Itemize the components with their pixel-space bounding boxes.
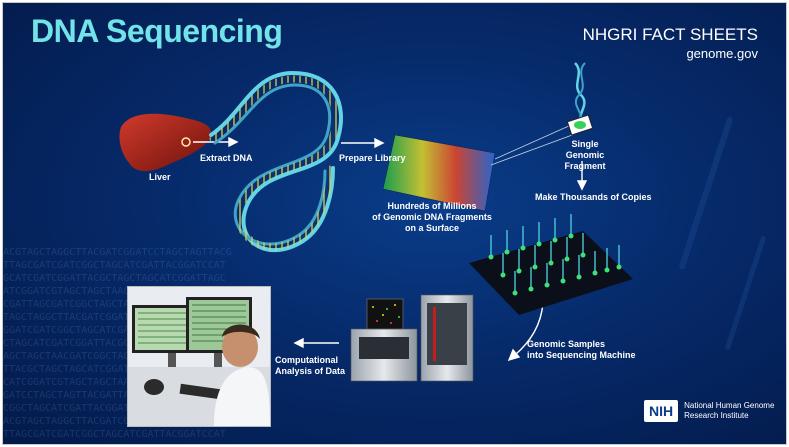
liver-illustration — [119, 113, 212, 172]
label-analysis-line1: Computational — [275, 355, 338, 365]
label-single-fragment: Single Genomic Fragment — [547, 139, 623, 172]
label-liver: Liver — [149, 172, 171, 182]
label-fragments-line3: on a Surface — [404, 223, 460, 233]
label-computational-analysis: Computational Analysis of Data — [275, 355, 345, 377]
website-label: genome.gov — [686, 46, 758, 61]
nih-name-line2: Research Institute — [684, 411, 749, 420]
label-genomic-samples: Genomic Samples into Sequencing Machine — [527, 339, 636, 361]
label-analysis-line2: Analysis of Data — [275, 366, 346, 376]
flow-arrows — [193, 136, 588, 362]
publisher-label: NHGRI FACT SHEETS — [582, 25, 758, 44]
label-single-line2: Genomic Fragment — [564, 150, 606, 171]
nih-name-line1: National Human Genome — [684, 401, 775, 410]
diagram-artwork — [119, 62, 633, 382]
single-fragment — [566, 62, 594, 136]
dna-double-helix — [209, 70, 343, 253]
nih-logo: NIH National Human Genome Research Insti… — [644, 400, 774, 422]
label-make-copies: Make Thousands of Copies — [535, 192, 652, 202]
nih-logo-mark: NIH — [644, 400, 679, 422]
sequencing-machine — [350, 294, 474, 382]
label-single-line1: Single — [571, 139, 599, 149]
label-fragments-line1: Hundreds of Millions — [387, 201, 477, 211]
sequence-background-texture: ACGTAGCTAGGCTTACGATCGGATCCTAGCTAGTTACG T… — [3, 247, 232, 443]
analyst-illustration — [128, 287, 270, 426]
label-prepare-library: Prepare Library — [339, 153, 406, 163]
fragment-surface — [382, 124, 584, 212]
cluster-array — [469, 214, 633, 315]
label-fragments: Hundreds of Millions of Genomic DNA Frag… — [367, 201, 497, 234]
label-samples-line1: Genomic Samples — [527, 339, 606, 349]
label-samples-line2: into Sequencing Machine — [527, 350, 636, 360]
label-extract-dna: Extract DNA — [200, 153, 253, 163]
analyst-photo — [127, 286, 271, 427]
label-fragments-line2: of Genomic DNA Fragments — [372, 212, 492, 222]
nih-institute-name: National Human Genome Research Institute — [684, 401, 774, 421]
page-title: DNA Sequencing — [31, 13, 283, 49]
